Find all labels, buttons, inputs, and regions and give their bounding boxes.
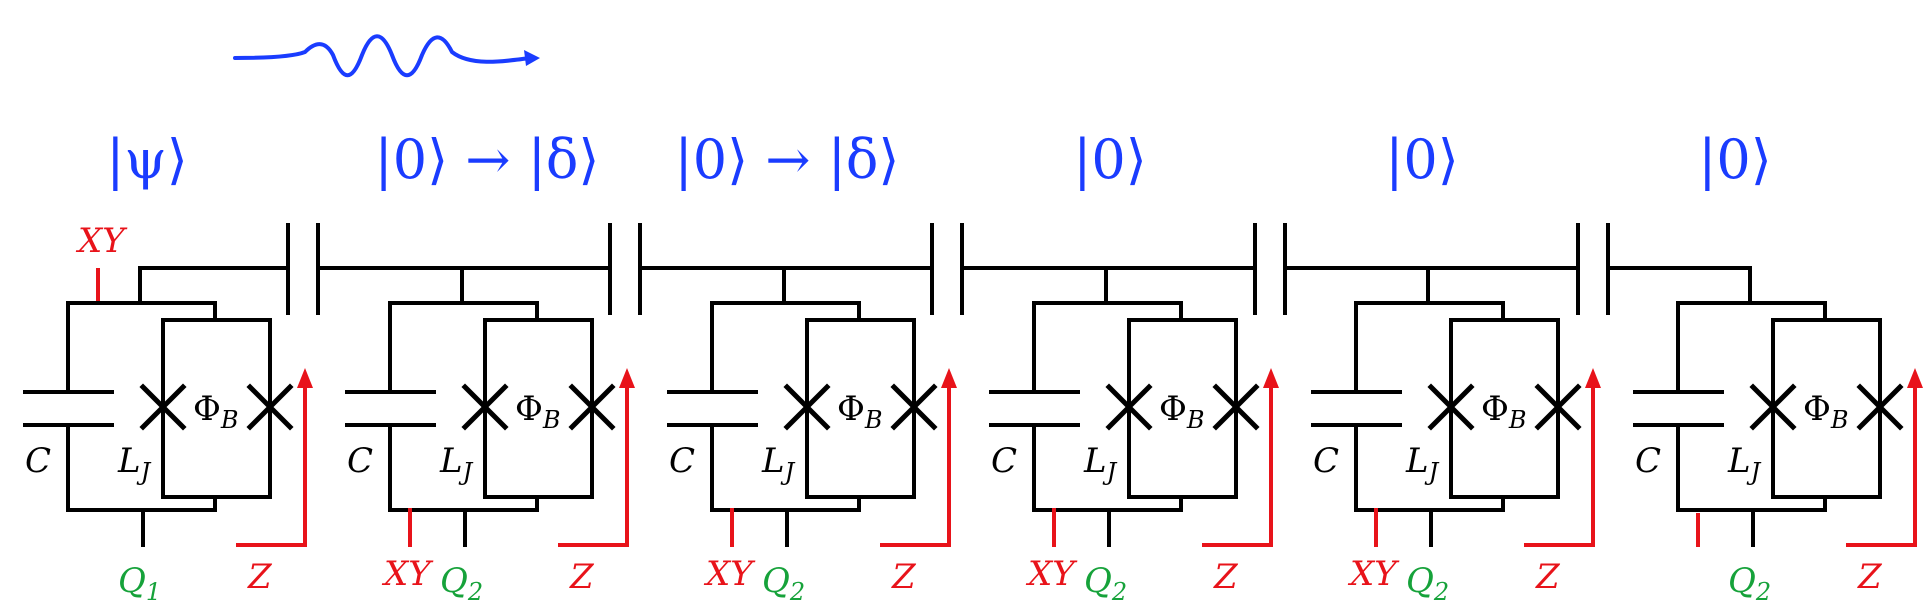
state-labels: |ψ⟩ |0⟩ → |δ⟩ |0⟩ → |δ⟩ |0⟩ |0⟩ |0⟩: [106, 128, 1772, 191]
xy-label: XY: [1347, 554, 1400, 594]
josephson-junction-icon: [783, 383, 831, 431]
arrow-up-icon: [941, 368, 957, 388]
xy-label: XY: [703, 554, 756, 594]
top-xy-label: XY: [75, 221, 128, 261]
josephson-inductance-label: LJ: [1727, 441, 1762, 486]
capacitance-label: C: [669, 441, 695, 481]
z-flux-line: [1202, 368, 1279, 547]
junction-stroke: [246, 383, 294, 431]
state-label-4: |0⟩: [1385, 128, 1459, 191]
josephson-inductance-label: LJ: [761, 441, 796, 486]
josephson-junction-icon: [461, 383, 509, 431]
arrow-up-icon: [297, 368, 313, 388]
junction-stroke: [1212, 383, 1260, 431]
flux-bias-label: ΦB: [193, 389, 239, 434]
capacitance-label: C: [1313, 441, 1339, 481]
coupling-capacitor: [1253, 223, 1287, 315]
capacitance-label: C: [347, 441, 373, 481]
z-label: Z: [1857, 557, 1883, 597]
qubit-cell: C LJ ΦB Q2 Z: [1633, 266, 1923, 606]
josephson-inductance-label: LJ: [1405, 441, 1440, 486]
junction-stroke: [461, 383, 509, 431]
josephson-inductance-label: LJ: [117, 441, 152, 486]
junction-stroke: [783, 383, 831, 431]
josephson-junction-icon: [1749, 383, 1797, 431]
josephson-junction-icon: [890, 383, 938, 431]
qubit-label: Q2: [1084, 561, 1127, 606]
z-flux-line: [236, 368, 313, 547]
z-flux-line: [880, 368, 957, 547]
state-label-0: |ψ⟩: [106, 128, 188, 191]
junction-stroke: [1856, 383, 1904, 431]
xy-label: XY: [381, 554, 434, 594]
qubit-label: Q1: [118, 561, 161, 606]
coupling-capacitor: [1576, 223, 1610, 315]
z-label: Z: [247, 557, 273, 597]
junction-stroke: [1105, 383, 1153, 431]
josephson-inductance-label: LJ: [1083, 441, 1118, 486]
josephson-junction-icon: [1534, 383, 1582, 431]
coupling-capacitor: [608, 223, 642, 315]
junction-stroke: [1534, 383, 1582, 431]
josephson-junction-icon: [139, 383, 187, 431]
coupling-capacitor: [286, 223, 320, 315]
junction-stroke: [890, 383, 938, 431]
z-label: Z: [1535, 557, 1561, 597]
coupling-capacitor: [930, 223, 964, 315]
qubit-label: Q2: [440, 561, 483, 606]
qubit-cell: C LJ ΦB Q1 Z: [23, 266, 313, 606]
state-label-2: |0⟩ → |δ⟩: [675, 128, 900, 191]
josephson-junction-icon: [1212, 383, 1260, 431]
z-flux-line: [1524, 368, 1601, 547]
josephson-junction-icon: [1427, 383, 1475, 431]
qubit-label: Q2: [1728, 561, 1771, 606]
josephson-junction-icon: [1105, 383, 1153, 431]
junction-stroke: [568, 383, 616, 431]
josephson-junction-icon: [246, 383, 294, 431]
qubit-label: Q2: [1406, 561, 1449, 606]
flux-bias-label: ΦB: [1803, 389, 1849, 434]
flux-bias-label: ΦB: [1481, 389, 1527, 434]
junction-stroke: [139, 383, 187, 431]
junction-stroke: [1749, 383, 1797, 431]
arrow-up-icon: [1263, 368, 1279, 388]
capacitance-label: C: [991, 441, 1017, 481]
state-label-1: |0⟩ → |δ⟩: [375, 128, 600, 191]
z-label: Z: [891, 557, 917, 597]
z-flux-line: [558, 368, 635, 547]
arrow-up-icon: [619, 368, 635, 388]
xy-label: XY: [1025, 554, 1078, 594]
z-label: Z: [569, 557, 595, 597]
arrow-up-icon: [1907, 368, 1923, 388]
josephson-junction-icon: [1856, 383, 1904, 431]
flux-bias-label: ΦB: [837, 389, 883, 434]
microwave-pulse-icon: [233, 34, 540, 77]
capacitance-label: C: [1635, 441, 1661, 481]
junction-stroke: [1427, 383, 1475, 431]
josephson-inductance-label: LJ: [439, 441, 474, 486]
z-flux-line: [1846, 368, 1923, 547]
flux-bias-label: ΦB: [1159, 389, 1205, 434]
state-label-3: |0⟩: [1073, 128, 1147, 191]
arrow-up-icon: [1585, 368, 1601, 388]
qubit-label: Q2: [762, 561, 805, 606]
josephson-junction-icon: [568, 383, 616, 431]
coupling-bus: [138, 223, 1752, 315]
flux-bias-label: ΦB: [515, 389, 561, 434]
capacitance-label: C: [25, 441, 51, 481]
z-label: Z: [1213, 557, 1239, 597]
state-label-5: |0⟩: [1698, 128, 1772, 191]
